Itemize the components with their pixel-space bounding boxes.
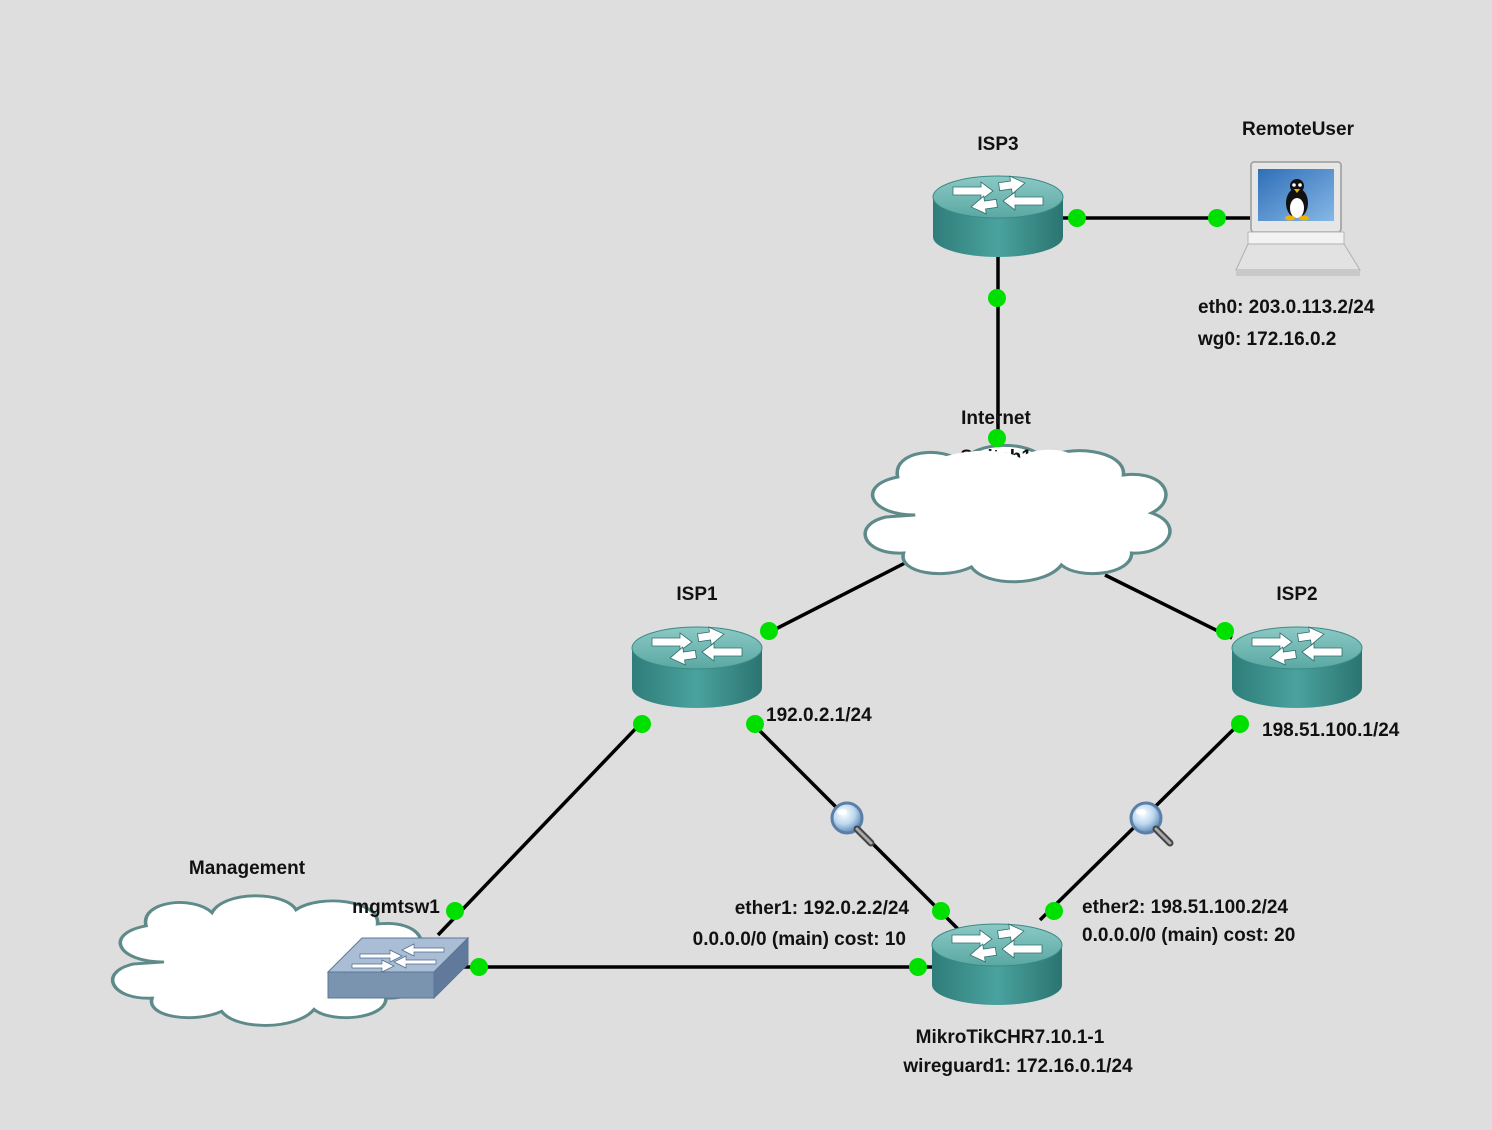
router-icon — [1231, 624, 1363, 709]
isp2-router[interactable] — [1231, 624, 1363, 709]
port-remoteuser-eth0[interactable] — [1208, 209, 1226, 227]
mikrotik-ether2-label: ether2: 198.51.100.2/24 — [1082, 897, 1288, 918]
capture-isp2-mikrotik[interactable] — [1131, 803, 1170, 843]
port-isp1-sw[interactable] — [633, 715, 651, 733]
remoteuser-eth0-label: eth0: 203.0.113.2/24 — [1198, 297, 1375, 318]
router-icon — [631, 624, 763, 709]
links — [436, 216, 1250, 969]
isp2-iface-label: 198.51.100.1/24 — [1262, 720, 1400, 741]
mikrotik-label: MikroTikCHR7.10.1-1 — [916, 1027, 1105, 1048]
mikrotik-ether1-route-label: 0.0.0.0/0 (main) cost: 10 — [693, 929, 906, 950]
port-mikrotik-mgmt[interactable] — [909, 958, 927, 976]
ports — [446, 209, 1249, 976]
link-internet-isp1[interactable] — [761, 561, 906, 638]
port-isp1-north[interactable] — [760, 622, 778, 640]
isp3-label: ISP3 — [977, 134, 1018, 155]
remoteuser-label: RemoteUser — [1242, 119, 1355, 140]
port-mgmtsw1-ne[interactable] — [446, 902, 464, 920]
mikrotik-wireguard-label: wireguard1: 172.16.0.1/24 — [902, 1056, 1133, 1077]
port-isp1-se[interactable] — [746, 715, 764, 733]
remoteuser-wg0-label: wg0: 172.16.0.2 — [1197, 329, 1336, 350]
mikrotik-ether1-label: ether1: 192.0.2.2/24 — [735, 898, 910, 919]
port-isp2-north[interactable] — [1216, 622, 1234, 640]
laptop-linux-icon — [1235, 161, 1361, 276]
mgmtsw1-switch[interactable] — [326, 936, 470, 1000]
capture-magnifier-icon — [1131, 803, 1170, 843]
port-isp3-south[interactable] — [988, 289, 1006, 307]
port-mikrotik-ether1[interactable] — [932, 902, 950, 920]
mikrotik-ether2-route-label: 0.0.0.0/0 (main) cost: 20 — [1082, 925, 1295, 946]
link-isp1-mgmtsw1[interactable] — [436, 720, 644, 937]
isp1-router[interactable] — [631, 624, 763, 709]
router-icon — [931, 921, 1063, 1006]
internet-label: Internet — [961, 408, 1031, 429]
port-isp2-sw[interactable] — [1231, 715, 1249, 733]
capture-magnifier-icon — [832, 803, 871, 843]
isp1-iface-label: 192.0.2.1/24 — [766, 705, 872, 726]
isp2-label: ISP2 — [1276, 584, 1317, 605]
port-mgmtsw1-east[interactable] — [470, 958, 488, 976]
isp1-label: ISP1 — [676, 584, 718, 605]
remoteuser-laptop[interactable] — [1235, 161, 1361, 276]
link-internet-isp2[interactable] — [1104, 573, 1233, 640]
capture-isp1-mikrotik[interactable] — [832, 803, 871, 843]
switch-icon — [326, 936, 470, 1000]
port-internet-north[interactable] — [988, 429, 1006, 447]
mgmtsw1-label: mgmtsw1 — [352, 897, 440, 918]
port-mikrotik-ether2[interactable] — [1045, 902, 1063, 920]
port-isp3-east[interactable] — [1068, 209, 1086, 227]
isp3-router[interactable] — [932, 173, 1064, 258]
mikrotik-router[interactable] — [931, 921, 1063, 1006]
router-icon — [932, 173, 1064, 258]
management-label: Management — [189, 858, 306, 879]
